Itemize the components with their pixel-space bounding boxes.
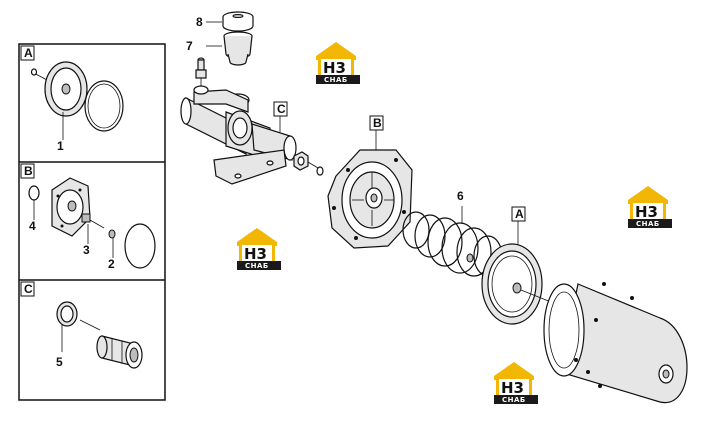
callout-8: 8 bbox=[196, 15, 203, 29]
svg-text:H3: H3 bbox=[501, 379, 524, 397]
panel-a: A 1 bbox=[20, 45, 124, 153]
motor bbox=[543, 282, 688, 403]
svg-text:C: C bbox=[277, 102, 286, 116]
svg-text:CHAБ: CHAБ bbox=[324, 76, 348, 84]
filter-bowl-part-7: 7 bbox=[186, 31, 253, 66]
o-ring-panel-a bbox=[84, 80, 124, 132]
callout-1: 1 bbox=[57, 139, 64, 153]
panel-a-tag: A bbox=[24, 46, 33, 60]
callout-3: 3 bbox=[83, 243, 90, 257]
spring-part-6: 6 bbox=[402, 189, 503, 277]
svg-text:CHAБ: CHAБ bbox=[502, 396, 526, 404]
panel-c-tag: C bbox=[24, 282, 33, 296]
callout-2: 2 bbox=[108, 257, 115, 271]
valve-fitting bbox=[195, 57, 207, 86]
panel-b: B 4 3 2 bbox=[20, 163, 156, 271]
pump-body bbox=[180, 85, 297, 185]
cover-disc-part-2 bbox=[124, 223, 156, 269]
callout-5: 5 bbox=[56, 355, 63, 369]
mount-bracket bbox=[213, 149, 287, 185]
o-ring-part-4 bbox=[28, 185, 40, 201]
tag-c-main: C bbox=[273, 101, 288, 132]
svg-text:H3: H3 bbox=[323, 59, 346, 77]
callout-7: 7 bbox=[186, 39, 193, 53]
tag-b-main: B bbox=[373, 116, 382, 130]
callout-6: 6 bbox=[457, 189, 464, 203]
cap-part-8: 8 bbox=[196, 11, 254, 32]
watermark-logo-3: H3 CHAБ bbox=[237, 228, 281, 270]
watermark-logo-2: H3 CHAБ bbox=[628, 186, 672, 228]
pump-housing-b: B bbox=[327, 115, 413, 249]
svg-text:H3: H3 bbox=[244, 245, 267, 263]
callout-4: 4 bbox=[29, 219, 36, 233]
svg-text:CHAБ: CHAБ bbox=[245, 262, 269, 270]
main-exploded-view: 8 7 bbox=[180, 11, 688, 403]
impeller-nut bbox=[293, 151, 324, 176]
detail-panels: A 1 B 4 bbox=[18, 43, 166, 401]
svg-text:H3: H3 bbox=[635, 203, 658, 221]
tag-a-main: A bbox=[515, 207, 524, 221]
panel-c: C 5 bbox=[20, 281, 143, 369]
diaphragm-a: A bbox=[481, 206, 567, 325]
panel-b-tag: B bbox=[24, 164, 33, 178]
watermark-logo-1: H3 CHAБ bbox=[316, 42, 360, 84]
svg-text:CHAБ: CHAБ bbox=[636, 220, 660, 228]
watermark-logo-4: H3 CHAБ bbox=[494, 362, 538, 404]
